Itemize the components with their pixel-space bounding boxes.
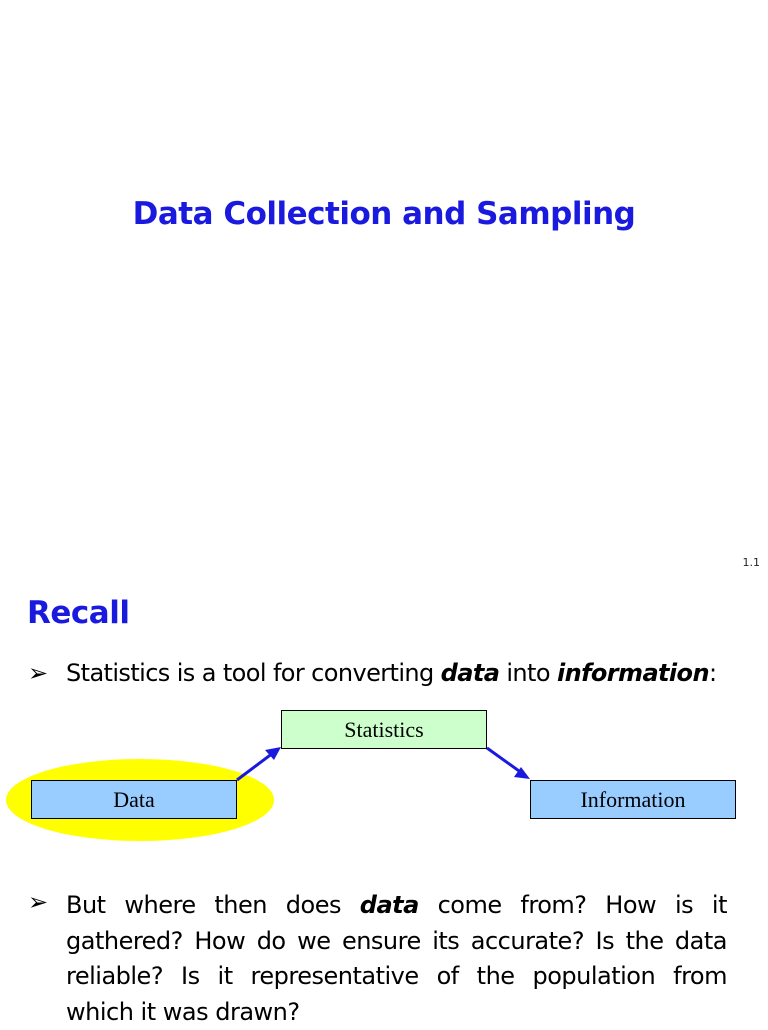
bullet-text: But where then does data come from? How … bbox=[66, 888, 727, 1030]
bullet-line-1: But where then does data come from? How … bbox=[66, 888, 727, 924]
bullet-text-middle: into bbox=[499, 659, 557, 687]
bullet-text: Statistics is a tool for converting data… bbox=[66, 659, 716, 687]
data-box: Data bbox=[31, 780, 237, 819]
bullet-text-prefix: Statistics is a tool for converting bbox=[66, 659, 441, 687]
emphasis-data: data bbox=[360, 891, 419, 919]
emphasis-information: information bbox=[557, 659, 709, 687]
bullet-item-data-questions: ➢ But where then does data come from? Ho… bbox=[28, 888, 728, 1028]
arrow-bullet-icon: ➢ bbox=[28, 659, 48, 687]
bullet-text-suffix: : bbox=[709, 659, 717, 687]
data-to-information-diagram: Statistics Data Information bbox=[0, 700, 768, 850]
arrow-bullet-icon: ➢ bbox=[28, 888, 48, 916]
bullet-line-4: which it was drawn? bbox=[66, 995, 727, 1030]
emphasis-data: data bbox=[441, 659, 500, 687]
section-heading: Recall bbox=[27, 595, 129, 631]
arrow-data-to-statistics bbox=[237, 747, 281, 780]
arrow-statistics-to-information bbox=[487, 748, 530, 779]
information-box: Information bbox=[530, 780, 736, 819]
statistics-box: Statistics bbox=[281, 710, 487, 749]
line1-prefix: But where then does bbox=[66, 891, 360, 919]
line1-suffix: come from? How is it bbox=[419, 891, 727, 919]
page-number: 1.1 bbox=[743, 556, 761, 569]
bullet-line-3: reliable? Is it representative of the po… bbox=[66, 959, 727, 995]
bullet-item-statistics-definition: ➢ Statistics is a tool for converting da… bbox=[28, 659, 748, 693]
bullet-line-2: gathered? How do we ensure its accurate?… bbox=[66, 924, 727, 960]
slide-title: Data Collection and Sampling bbox=[0, 196, 768, 232]
